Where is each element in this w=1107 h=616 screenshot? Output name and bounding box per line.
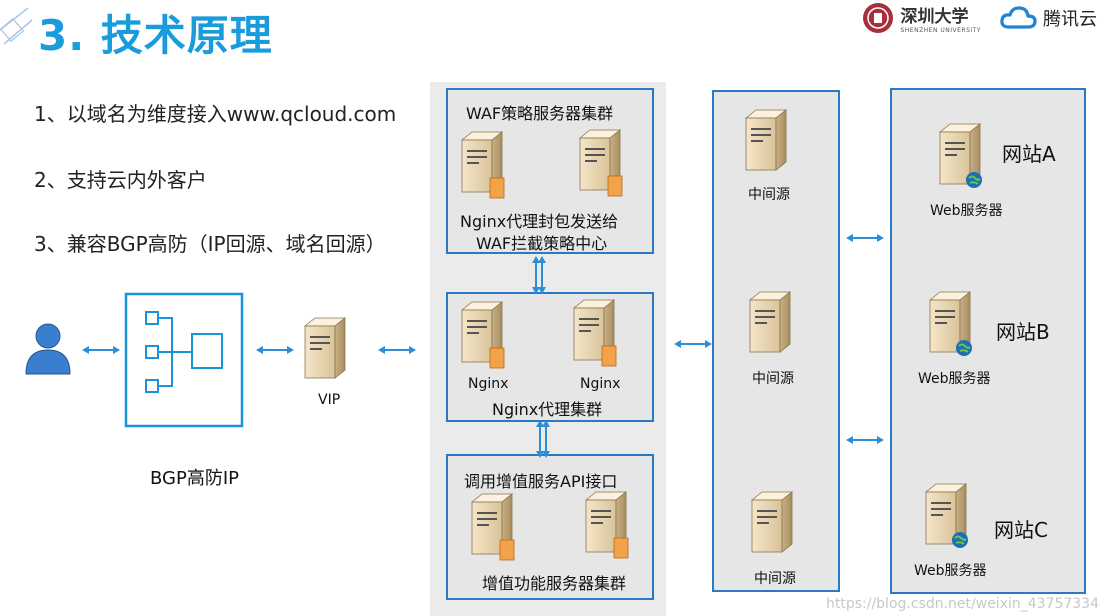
middle-server-icon-1 — [745, 109, 787, 171]
waf-cluster-caption-1: Nginx代理封包发送给 — [460, 212, 619, 231]
bgp-label: BGP高防IP — [150, 468, 239, 489]
point-3: 3、兼容BGP高防（IP回源、域名回源） — [34, 232, 386, 256]
arrow-nginx-middle — [673, 339, 713, 349]
middle-source-label-1: 中间源 — [748, 187, 790, 203]
middle-source-label-2: 中间源 — [752, 371, 794, 387]
point-2: 2、支持云内外客户 — [34, 168, 207, 192]
value-added-cluster-title: 调用增值服务API接口 — [464, 472, 618, 491]
university-name: 深圳大学 — [900, 7, 969, 27]
site-c-name: 网站C — [994, 518, 1048, 542]
value-server-tag-2 — [613, 537, 629, 559]
arrow-nginx-value — [535, 419, 551, 459]
arrow-middle-sites-1 — [845, 233, 885, 243]
site-c-server-label: Web服务器 — [914, 563, 987, 579]
site-a-name: 网站A — [1002, 142, 1056, 166]
nginx-server-tag-2 — [601, 345, 617, 367]
nginx-server-tag-1 — [489, 347, 505, 369]
middle-server-icon-3 — [751, 491, 793, 553]
nginx-server-label-2: Nginx — [580, 376, 621, 392]
arrow-middle-sites-2 — [845, 435, 885, 445]
point-1: 1、以域名为维度接入www.qcloud.com — [34, 102, 397, 126]
globe-icon-b — [955, 339, 973, 357]
waf-server-tag-1 — [489, 177, 505, 199]
arrow-user-bgp — [81, 345, 121, 355]
user-icon — [25, 323, 71, 375]
nginx-server-label-1: Nginx — [468, 376, 509, 392]
waf-server-tag-2 — [607, 175, 623, 197]
globe-icon-a — [965, 171, 983, 189]
websites-box: 网站A Web服务器 网站B Web服务器 网站C Web服务器 — [890, 88, 1086, 594]
tencent-cloud-logo: 腾讯云 — [999, 5, 1097, 31]
nginx-cluster-box: Nginx Nginx Nginx代理集群 — [446, 292, 654, 422]
site-b-name: 网站B — [996, 320, 1050, 344]
globe-icon-c — [951, 531, 969, 549]
middle-source-label-3: 中间源 — [754, 571, 796, 587]
value-added-cluster-caption: 增值功能服务器集群 — [482, 574, 627, 593]
middle-server-icon-2 — [749, 291, 791, 353]
arrow-vip-nginx — [377, 345, 417, 355]
nginx-cluster-caption: Nginx代理集群 — [492, 400, 603, 419]
waf-cluster-title: WAF策略服务器集群 — [466, 104, 614, 123]
bgp-ip-icon — [124, 292, 244, 428]
value-server-tag-1 — [499, 539, 515, 561]
page-title: 3. 技术原理 — [38, 11, 273, 60]
university-subtitle: SHENZHEN UNIVERSITY — [900, 27, 981, 34]
tencent-cloud-name: 腾讯云 — [1043, 9, 1097, 30]
university-logo: 深圳大学 SHENZHEN UNIVERSITY — [862, 2, 981, 34]
vip-server-icon — [304, 317, 346, 379]
arrow-waf-nginx — [531, 255, 547, 295]
corner-decoration — [0, 7, 33, 45]
vip-label: VIP — [318, 392, 341, 408]
waf-cluster-caption-2: WAF拦截策略中心 — [476, 234, 608, 253]
site-a-server-label: Web服务器 — [930, 203, 1003, 219]
watermark: https://blog.csdn.net/weixin_43757334 — [825, 596, 1099, 612]
header-logos: 深圳大学 SHENZHEN UNIVERSITY 腾讯云 — [862, 0, 1097, 36]
arrow-bgp-vip — [255, 345, 295, 355]
cloud-icon — [1000, 6, 1037, 29]
university-seal-icon — [863, 3, 894, 33]
site-b-server-label: Web服务器 — [918, 371, 991, 387]
